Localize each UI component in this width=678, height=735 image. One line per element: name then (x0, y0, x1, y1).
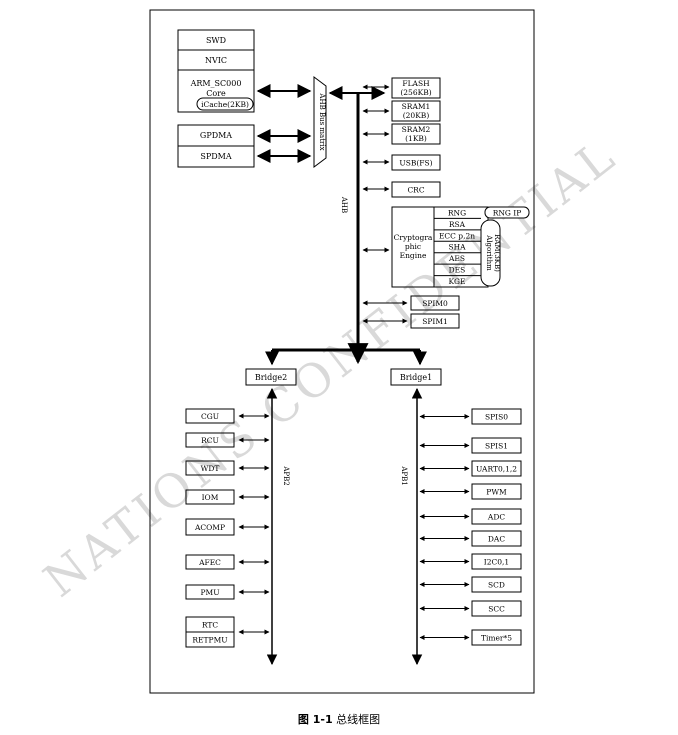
apb2-periph-box (185, 460, 235, 476)
sram2-label: SRAM2 (402, 125, 431, 134)
apb1-periph-box (471, 530, 522, 547)
apb2-periph-box (185, 584, 235, 600)
rng-ip-box (484, 206, 530, 219)
sram1-label: SRAM1 (402, 102, 431, 111)
sram1-size: (20KB) (403, 111, 430, 120)
ahb-slaves: FLASH (256KB) SRAM1 (20KB) SRAM2 (1KB) U… (391, 77, 441, 198)
apb1-periph-box (471, 629, 522, 646)
figure-number: 图 1-1 (297, 713, 333, 726)
figure-title: 总线框图 (336, 713, 381, 726)
spim0-label: SPIM0 (422, 299, 448, 308)
icache-box (196, 97, 254, 111)
apb1-periph-label: ADC (487, 513, 505, 522)
apb2-periph-box (185, 408, 235, 424)
ahb-label: AHB (340, 196, 348, 213)
apb1-periph-label: SPIS1 (485, 442, 508, 451)
spim-blocks: SPIM0 SPIM1 (410, 295, 460, 329)
apb1-periph-label: UART0,1,2 (476, 465, 517, 474)
apb2-periph-label: WDT (201, 464, 220, 473)
ahb-slave-arrows (362, 84, 408, 324)
bus-matrix: AHB Bus matrix (313, 76, 327, 168)
crypto-label-2: phic (405, 242, 421, 251)
rng-ip-label: RNG IP (493, 209, 522, 218)
apb2-periph-label: RETPMU (192, 636, 227, 645)
apb2-periph-box (185, 518, 235, 536)
apb2-periph-box (185, 432, 235, 448)
apb1-periph-label: DAC (488, 535, 505, 544)
apb2-periph-label: ACOMP (194, 523, 225, 532)
apb1-periph-box (471, 600, 522, 617)
sram2-size: (1KB) (405, 134, 427, 143)
ahb-to-bridges (265, 343, 427, 366)
nvic-label: NVIC (205, 56, 227, 65)
core-label: ARM_SC000 (190, 79, 242, 88)
crypto-label-1: Cryptogra (394, 233, 433, 242)
apb2-periph-label: CGU (201, 412, 219, 421)
apb2-periph-box (185, 489, 235, 505)
usb-label: USB(FS) (399, 159, 432, 168)
spim1-label: SPIM1 (422, 317, 448, 326)
core-label-2: Core (206, 89, 226, 98)
bus-matrix-label: AHB Bus matrix (318, 92, 326, 150)
apb2-periph-label: RTC (202, 621, 219, 630)
icache-label: iCache(2KB) (201, 100, 249, 109)
apb2-periph-label: RCU (201, 436, 219, 445)
bridges: Bridge2 Bridge1 (245, 368, 442, 386)
flash-size: (256KB) (400, 88, 431, 97)
apb2-peripherals: CGU RCU WDT IOM ACOMP AFEC PMU RTC RETPMU (185, 408, 270, 648)
figure-caption: 图 1-1 总线框图 (0, 711, 678, 727)
crypto-item-label: ECC p,2n (439, 231, 475, 240)
diagram-frame (149, 9, 535, 694)
master-arrows (256, 84, 312, 163)
spdma-label: SPDMA (200, 152, 231, 161)
crypto-item-label: RSA (449, 220, 466, 229)
apb2-periph-label: AFEC (198, 558, 221, 567)
crypto-item-label: KGE (448, 277, 465, 286)
crypto-item-label: DES (449, 266, 466, 275)
crc-label: CRC (407, 186, 424, 195)
core-stack: SWD NVIC ARM_SC000 Core iCache(2KB) (177, 29, 255, 113)
apb2-label: APB2 (282, 465, 290, 485)
apb1-periph-box (471, 576, 522, 593)
crypto-item-label: RNG (448, 208, 466, 217)
apb1-periph-box (471, 553, 522, 570)
algo-ram-label-1: Algorithm (485, 234, 493, 271)
watermark: NATIONS CONFIDENTIAL (34, 127, 627, 607)
apb1-label: APB1 (400, 465, 408, 485)
crypto-item-label: SHA (448, 243, 466, 252)
flash-label: FLASH (402, 79, 430, 88)
apb1-periph-box (471, 437, 522, 454)
apb2-periph-box (185, 554, 235, 570)
algo-ram-box (480, 219, 501, 287)
apb1-periph-label: SCC (488, 605, 505, 614)
crypto-label-3: Engine (400, 251, 427, 260)
apb1-periph-label: PWM (486, 488, 507, 497)
apb2-periph-label: IOM (202, 493, 219, 502)
apb2-periph-label: PMU (200, 588, 219, 597)
apb1-periph-label: Timer*5 (481, 634, 512, 643)
swd-label: SWD (206, 36, 226, 45)
apb1-periph-label: SPIS0 (485, 413, 508, 422)
apb1-periph-label: SCD (488, 581, 505, 590)
crypto-item-label: AES (448, 254, 465, 263)
gpdma-label: GPDMA (200, 131, 232, 140)
apb1-periph-label: I2C0,1 (484, 558, 509, 567)
algo-ram-label-2: RAM(3KB) (493, 234, 501, 272)
apb1-periph-box (471, 408, 522, 425)
apb1-periph-box (471, 460, 522, 477)
apb1-periph-box (471, 508, 522, 525)
bridge2-label: Bridge2 (255, 373, 287, 382)
dma-stack: GPDMA SPDMA (177, 124, 255, 168)
apb1-periph-box (471, 483, 522, 500)
bridge1-label: Bridge1 (400, 373, 432, 382)
